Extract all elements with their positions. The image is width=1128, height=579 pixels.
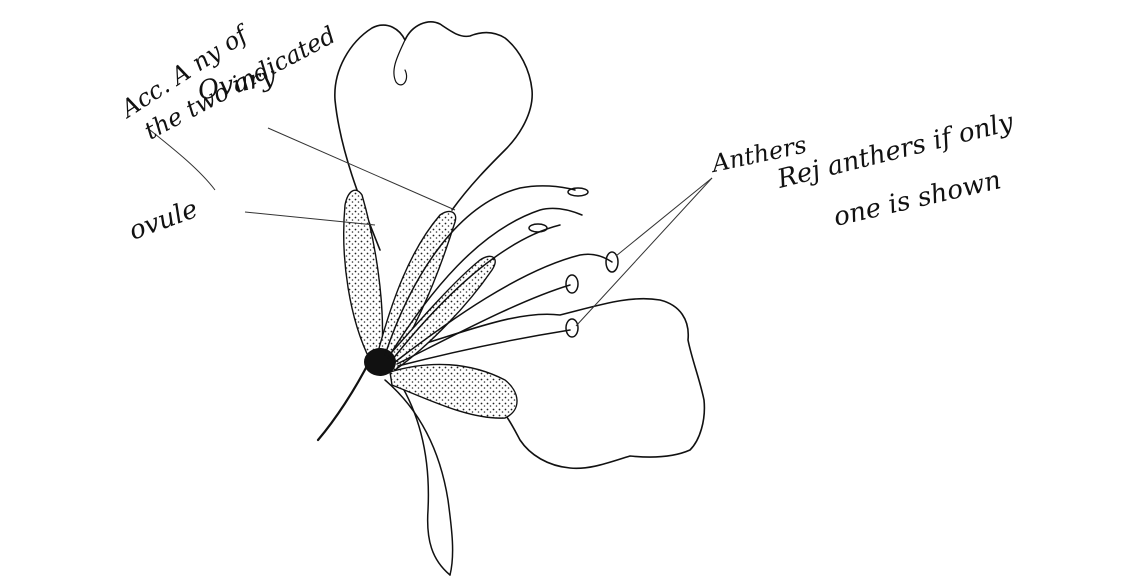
anther <box>566 319 578 337</box>
lower-sepal <box>385 380 453 575</box>
anther <box>568 188 588 196</box>
petal-fold <box>394 40 407 85</box>
anthers-leader-2 <box>576 178 712 326</box>
anthers-leader-1 <box>616 178 712 256</box>
ovule-label: ovule <box>125 194 202 246</box>
ovule <box>390 364 517 418</box>
anther <box>529 224 547 232</box>
left-sepal <box>344 190 383 360</box>
stem <box>318 360 370 440</box>
anther <box>566 275 578 293</box>
